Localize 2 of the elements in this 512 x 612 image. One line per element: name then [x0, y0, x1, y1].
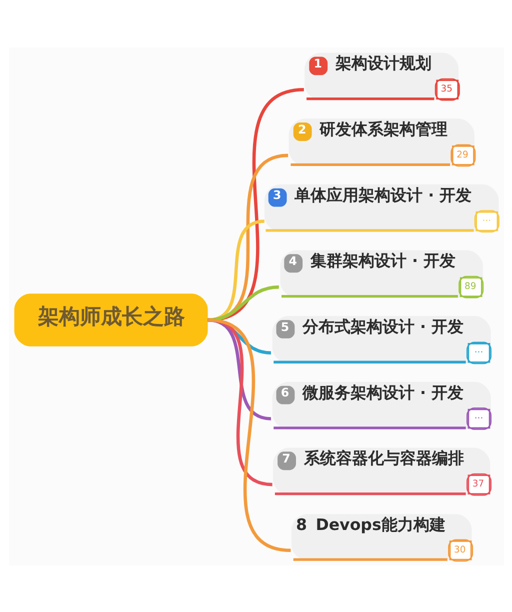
node-box: 架构师成长之路	[14, 293, 208, 346]
connector	[207, 284, 279, 322]
